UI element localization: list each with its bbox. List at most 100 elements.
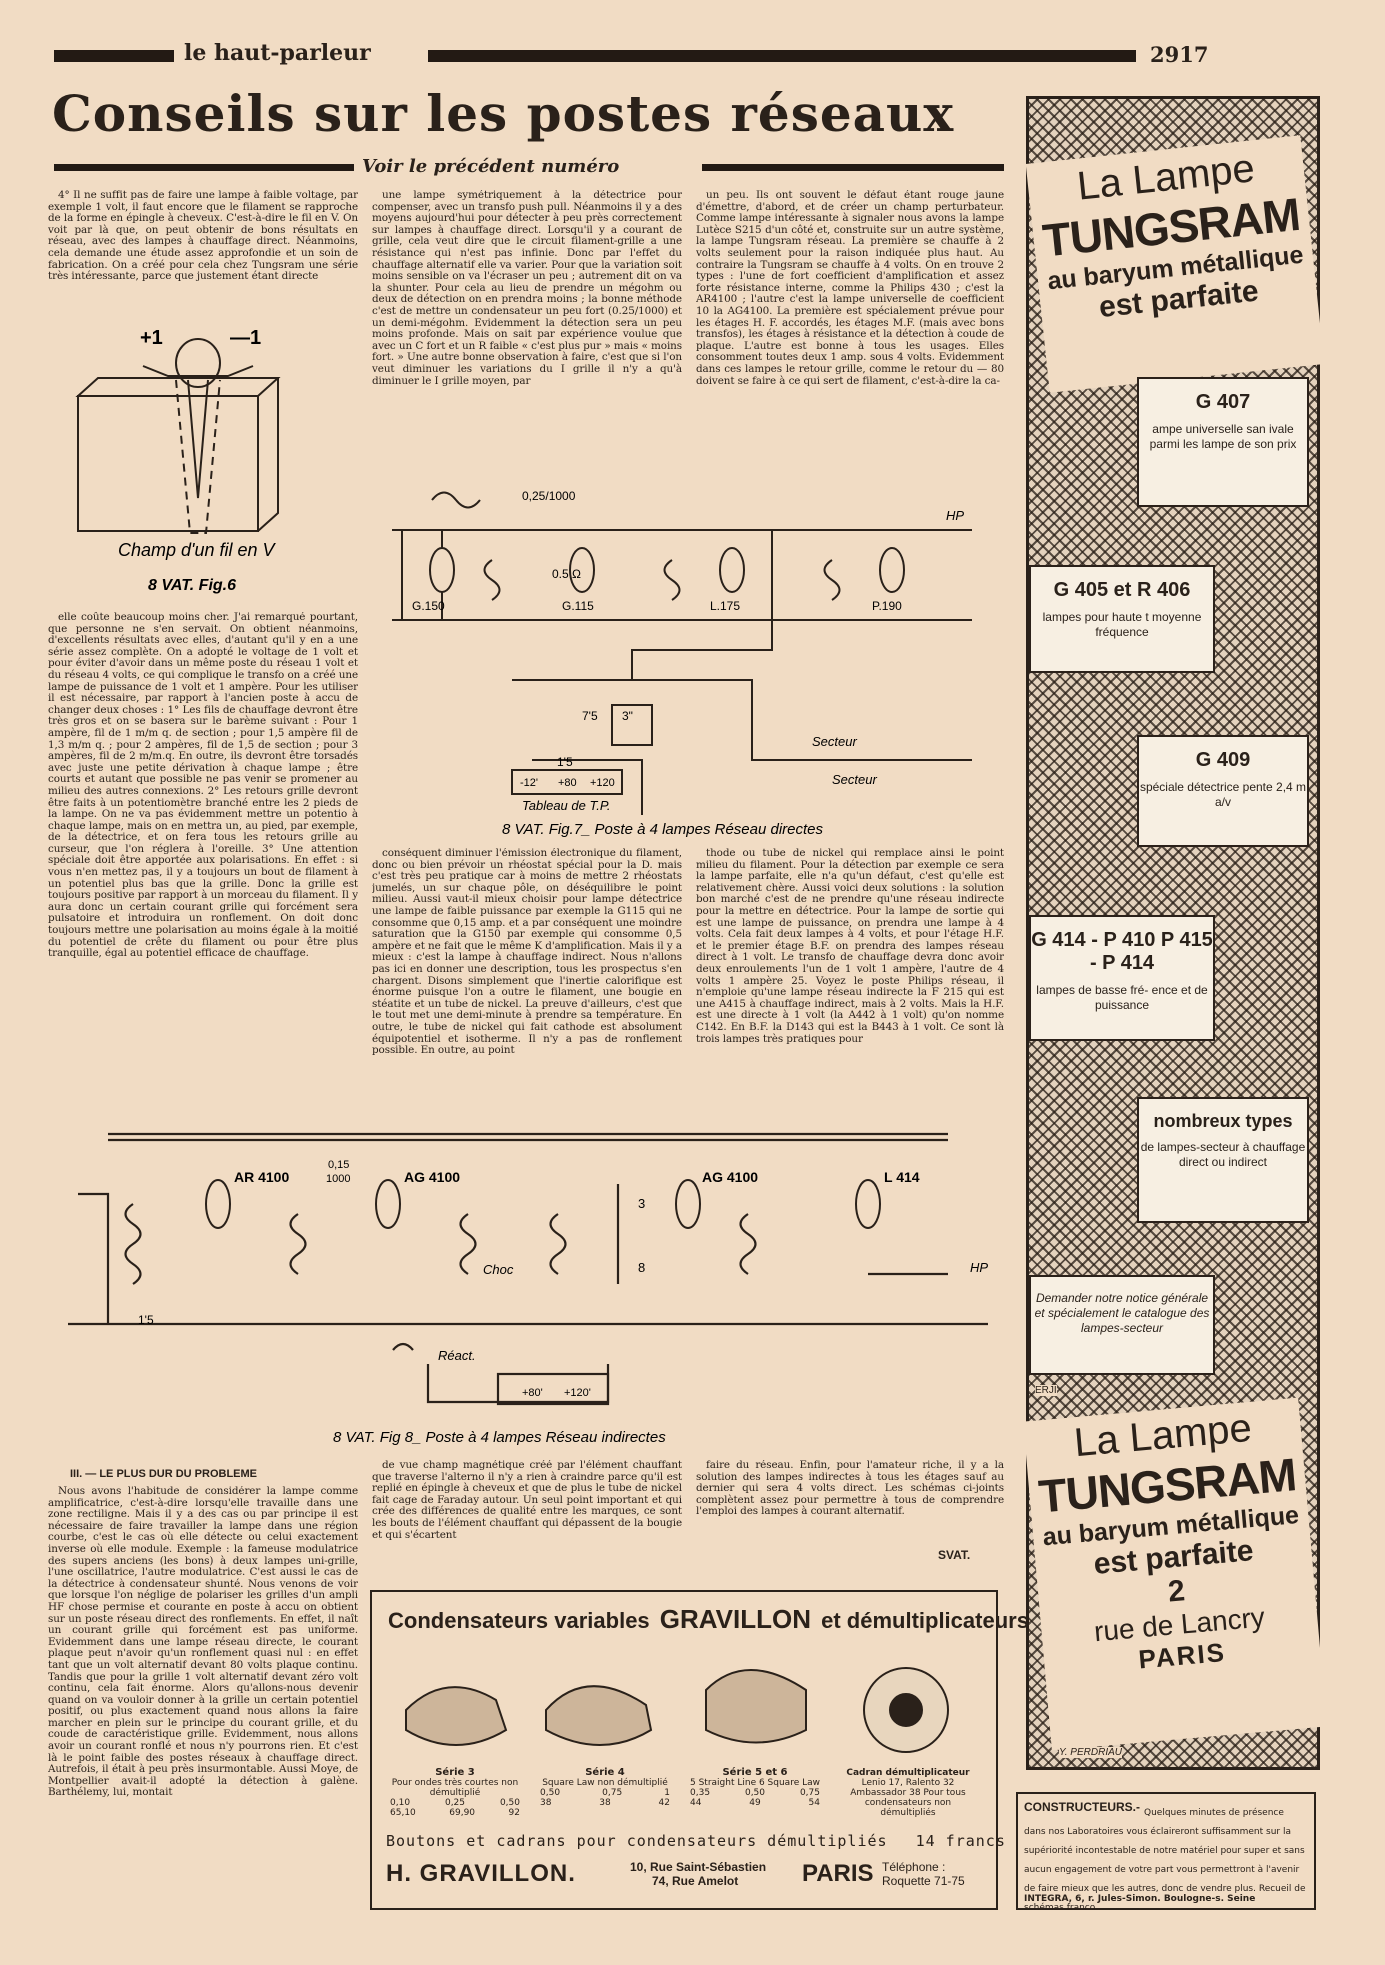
fig7-transfo bbox=[611, 704, 653, 746]
fig7-secteur-label-2: Secteur bbox=[832, 772, 877, 787]
serie-4-cap-1: 0,50 bbox=[540, 1788, 561, 1798]
gravillon-company: H. GRAVILLON. bbox=[386, 1860, 576, 1887]
header-rule-right bbox=[428, 50, 1136, 62]
fig8-v15-label: 1'5 bbox=[138, 1313, 154, 1327]
fig6-minus-label: —1 bbox=[230, 327, 261, 349]
serie-4-cap-2: 0,75 bbox=[602, 1788, 623, 1798]
fig6-inner-v bbox=[187, 379, 209, 499]
serie-3-price-3: 92 bbox=[508, 1808, 520, 1818]
header-rule-left bbox=[54, 50, 174, 62]
fig7-tube-label-1: G.150 bbox=[412, 599, 445, 613]
condenser-serie-4-drawing bbox=[545, 1685, 653, 1746]
dial-name: Cadran démultiplicateur bbox=[846, 1768, 970, 1778]
fig7-hp-label: HP bbox=[946, 508, 964, 523]
serie-3-price-1: 65,10 bbox=[390, 1808, 416, 1818]
section-heading: III. — LE PLUS DUR DU PROBLEME bbox=[70, 1468, 258, 1480]
fig7-tube-label-3: L.175 bbox=[710, 599, 740, 613]
fig7-b2-label: +80 bbox=[558, 777, 577, 789]
card-notice-text: Demander notre notice générale et spécia… bbox=[1034, 1291, 1210, 1335]
fig8-coil-1 bbox=[124, 1203, 142, 1285]
fig7-tube-1 bbox=[429, 547, 455, 593]
card-g409-title: G 409 bbox=[1195, 749, 1251, 771]
fig6-top-line bbox=[142, 365, 254, 377]
fig6-caption: Champ d'un fil en V bbox=[118, 540, 277, 560]
fig8-cap-label: 0,15 bbox=[328, 1159, 349, 1171]
fig6-box-side bbox=[257, 378, 279, 532]
fig8-transfo-1 bbox=[549, 1213, 567, 1275]
serie-5-price-3: 54 bbox=[808, 1798, 820, 1808]
dial-desc: Lenio 17, Ralento 32 Ambassador 38 Pour … bbox=[850, 1778, 966, 1818]
fig8-tube-1 bbox=[205, 1179, 231, 1229]
card-g405-title: G 405 et R 406 bbox=[1053, 579, 1191, 601]
column-3-top: un peu. Ils ont souvent le défaut étant … bbox=[696, 190, 1004, 387]
fig8-react-label: Réact. bbox=[438, 1348, 476, 1363]
fig6-box-top bbox=[75, 377, 281, 397]
gravillon-title-left: Condensateurs variables bbox=[388, 1608, 650, 1633]
fig8-b120-label: +120' bbox=[564, 1387, 591, 1399]
card-g407-text: ampe universelle san ivale parmi les lam… bbox=[1149, 422, 1297, 451]
fig7-coil-top bbox=[431, 491, 481, 509]
fig7-coil-3 bbox=[823, 559, 841, 601]
fig8-v3-label: 3 bbox=[638, 1196, 645, 1211]
tungsram-card-g414: G 414 - P 410 P 415 - P 414 lampes de ba… bbox=[1029, 915, 1215, 1041]
page-number: 2917 bbox=[1150, 42, 1209, 67]
gravillon-products-illustration bbox=[405, 1667, 949, 1753]
column-3-bottom: faire du réseau. Enfin, pour l'amateur r… bbox=[696, 1460, 1004, 1518]
fig8-choc-coil bbox=[459, 1213, 477, 1275]
fig8-tube-label-2: AG 4100 bbox=[404, 1169, 460, 1185]
fig8-transfo-2 bbox=[739, 1213, 757, 1275]
subtitle-rule-right bbox=[702, 164, 1004, 171]
serie-5-cap-1: 0,35 bbox=[690, 1788, 711, 1798]
condenser-serie-3-drawing bbox=[405, 1686, 508, 1746]
dial-knob bbox=[889, 1693, 923, 1727]
fig8-battery-box bbox=[496, 1372, 610, 1406]
fig8-tube-label-3: AG 4100 bbox=[702, 1169, 758, 1185]
author-signature: SVAT. bbox=[938, 1548, 971, 1562]
gravillon-address-2: 74, Rue Amelot bbox=[652, 1874, 739, 1888]
fig8-top-bus bbox=[108, 1132, 948, 1142]
serie-3-desc: Pour ondes très courtes non démultiplié bbox=[391, 1778, 519, 1798]
journal-name: le haut-parleur bbox=[184, 40, 371, 66]
serie-5-cap-2: 0,50 bbox=[744, 1788, 766, 1798]
fig7-tableau-box bbox=[511, 769, 623, 795]
card-g407-title: G 407 bbox=[1195, 391, 1251, 413]
serie-3-name: Série 3 bbox=[435, 1767, 475, 1778]
gravillon-addresses: 10, Rue Saint-Sébastien 74, Rue Amelot bbox=[630, 1860, 766, 1888]
gravillon-boutons-price: 14 francs bbox=[915, 1832, 1006, 1850]
fig7-tube-label-2: G.115 bbox=[562, 599, 594, 613]
fig7-secteur-label-1: Secteur bbox=[812, 734, 857, 749]
gravillon-brand: GRAVILLON bbox=[659, 1604, 811, 1634]
column-3-middle: thode ou tube de nickel qui remplace ain… bbox=[696, 848, 1004, 1045]
serie-4-price-3: 42 bbox=[658, 1798, 670, 1808]
integra-title: CONSTRUCTEURS.- bbox=[1024, 1800, 1140, 1814]
fig7-v3-label: 1'5 bbox=[557, 755, 573, 769]
tungsram-top-banner: La Lampe TUNGSRAM au baryum métallique e… bbox=[1025, 135, 1325, 393]
tungsram-signature-1: ERJI bbox=[1035, 1385, 1057, 1396]
gravillon-title: Condensateurs variables GRAVILLON et dém… bbox=[388, 1604, 1029, 1635]
serie-5-caps: 0,35 0,50 0,75 bbox=[690, 1788, 820, 1798]
serie-5-cap-3: 0,75 bbox=[799, 1788, 820, 1798]
column-2-middle: conséquent diminuer l'émission électroni… bbox=[372, 848, 682, 1057]
serie-3-price-2: 69,90 bbox=[449, 1808, 476, 1818]
fig7-mains-wire bbox=[512, 679, 972, 761]
card-g414-title: G 414 - P 410 P 415 - P 414 bbox=[1031, 929, 1213, 974]
fig8-react-cap bbox=[392, 1342, 414, 1351]
tungsram-card-types: nombreux types de lampes-secteur à chauf… bbox=[1137, 1097, 1309, 1223]
card-types-text: de lampes-secteur à chauffage direct ou … bbox=[1140, 1140, 1306, 1169]
column-2-top: une lampe symétriquement à la détectrice… bbox=[372, 190, 682, 387]
figure-7-schematic: 0,25/1000 0.5 Ω G.150 G.115 L.175 P.190 … bbox=[392, 489, 972, 838]
fig7-tube-2 bbox=[569, 547, 595, 593]
condenser-serie-5-drawing bbox=[705, 1669, 807, 1744]
fig7-tableau-label: Tableau de T.P. bbox=[522, 798, 610, 813]
tungsram-ad: La Lampe TUNGSRAM au baryum métallique e… bbox=[1023, 96, 1327, 1770]
card-g414-text: lampes de basse fré- ence et de puissanc… bbox=[1036, 983, 1208, 1012]
gravillon-title-right: et démultiplicateurs bbox=[821, 1608, 1029, 1633]
serie-4-prices: 38 38 42 bbox=[540, 1798, 670, 1808]
serie-4-cap-3: 1 bbox=[664, 1788, 670, 1798]
fig8-cap2-label: 1000 bbox=[326, 1173, 350, 1185]
integra-address: INTEGRA, 6, r. Jules-Simon. Boulogne-s. … bbox=[1024, 1894, 1256, 1904]
column-1-bottom: Nous avons l'habitude de considérer la l… bbox=[48, 1486, 358, 1799]
serie-5-price-2: 49 bbox=[749, 1798, 761, 1808]
fig6-filament-v bbox=[175, 379, 221, 534]
gravillon-ad: Condensateurs variables GRAVILLON et dém… bbox=[370, 1590, 1029, 1910]
